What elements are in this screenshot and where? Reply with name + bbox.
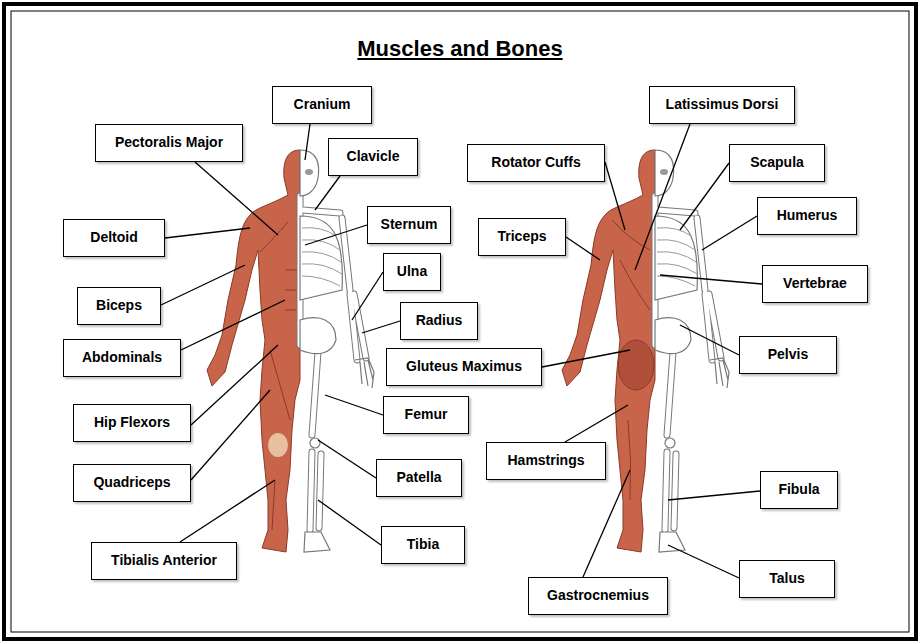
label-text: Humerus [777, 208, 838, 223]
label-text: Tibia [407, 537, 439, 552]
frame-inner [11, 11, 909, 632]
label-text: Patella [396, 470, 441, 485]
label-box: Radius [400, 302, 478, 340]
front-muscles [207, 150, 300, 552]
label-text: Sternum [381, 217, 438, 232]
label-box: Scapula [729, 144, 825, 182]
label-box: Sternum [367, 206, 451, 244]
gluteus [618, 340, 654, 390]
label-box: Rotator Cuffs [467, 144, 605, 182]
label-box: Clavicle [328, 138, 418, 176]
label-box: Tibialis Anterior [91, 542, 237, 580]
back-figure [562, 150, 729, 552]
label-text: Scapula [750, 155, 804, 170]
label-box: Abdominals [63, 339, 181, 377]
label-text: Latissimus Dorsi [666, 97, 779, 112]
label-text: Hamstrings [507, 453, 584, 468]
label-text: Talus [769, 571, 805, 586]
label-text: Pectoralis Major [115, 135, 223, 150]
front-skeleton [300, 150, 374, 552]
back-skeleton [655, 150, 729, 552]
label-box: Biceps [77, 287, 161, 325]
front-figure [207, 150, 374, 552]
label-box: Cranium [272, 86, 372, 124]
label-box: Hip Flexors [73, 404, 191, 442]
label-text: Vertebrae [783, 276, 847, 291]
label-text: Gluteus Maximus [406, 359, 522, 374]
label-box: Humerus [757, 197, 857, 235]
label-box: Latissimus Dorsi [649, 86, 795, 124]
label-text: Hip Flexors [94, 415, 170, 430]
title-block: Muscles and Bones [0, 36, 920, 62]
label-text: Clavicle [347, 149, 400, 164]
label-box: Talus [739, 560, 835, 598]
label-box: Hamstrings [486, 442, 606, 480]
label-text: Radius [416, 313, 463, 328]
label-box: Deltoid [63, 219, 165, 257]
label-text: Fibula [778, 482, 819, 497]
label-box: Pectoralis Major [95, 124, 243, 162]
muscle-detail [612, 220, 650, 500]
label-text: Rotator Cuffs [491, 155, 580, 170]
label-text: Tibialis Anterior [111, 553, 217, 568]
label-box: Gluteus Maximus [386, 348, 542, 386]
label-text: Abdominals [82, 350, 162, 365]
label-box: Quadriceps [73, 464, 191, 502]
label-text: Triceps [497, 229, 546, 244]
label-text: Quadriceps [93, 475, 170, 490]
label-box: Patella [376, 459, 462, 497]
label-text: Deltoid [90, 230, 137, 245]
label-text: Cranium [294, 97, 351, 112]
label-text: Gastrocnemius [547, 588, 649, 603]
knee [268, 433, 288, 457]
leader-lines [161, 124, 762, 578]
frame [4, 4, 916, 639]
label-text: Biceps [96, 298, 142, 313]
label-box: Pelvis [739, 336, 837, 374]
title: Muscles and Bones [357, 36, 562, 61]
label-box: Gastrocnemius [528, 577, 668, 615]
label-text: Ulna [397, 264, 427, 279]
label-text: Pelvis [768, 347, 808, 362]
back-muscles [562, 150, 655, 552]
muscle-detail [260, 222, 298, 530]
label-box: Fibula [760, 471, 838, 509]
label-box: Triceps [478, 218, 566, 256]
label-box: Ulna [383, 253, 441, 291]
label-text: Femur [405, 407, 448, 422]
label-box: Tibia [381, 526, 465, 564]
label-box: Vertebrae [762, 265, 868, 303]
label-box: Femur [383, 396, 469, 434]
